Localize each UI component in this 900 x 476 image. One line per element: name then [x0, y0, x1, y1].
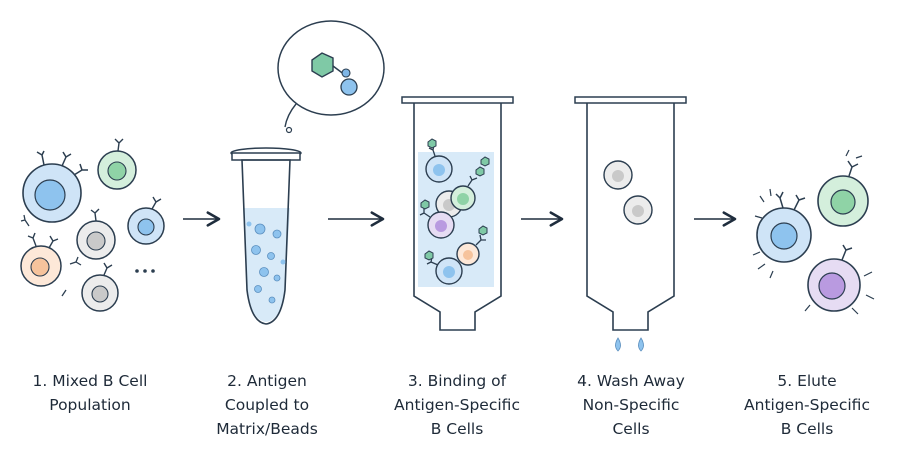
bound-cell-blue-lower [424, 250, 463, 285]
step-1-label: 1. Mixed B Cell Population [5, 369, 175, 417]
eluted-cells [752, 149, 875, 315]
b-cell-orange [20, 232, 62, 287]
label-line: Cells [612, 420, 650, 438]
non-specific-cell [603, 160, 633, 190]
label-line: 5. Elute [777, 372, 837, 390]
b-cell-blue-small [127, 196, 165, 245]
label-line: Matrix/Beads [216, 420, 318, 438]
antigen-molecule-icon [311, 52, 358, 96]
antigen-tube [230, 20, 385, 325]
b-cell-gray-bottom [81, 262, 119, 312]
bound-cell-orange [456, 225, 488, 266]
label-line: 3. Binding of [407, 372, 507, 390]
step-4-label: 4. Wash Away Non-Specific Cells [546, 369, 716, 441]
b-cell-blue [22, 150, 88, 223]
non-specific-cell [623, 195, 653, 225]
mixed-cell-population [20, 138, 165, 312]
antigen-zoom-bubble [277, 20, 385, 134]
bound-cell-purple [419, 199, 455, 239]
bound-cell-green [450, 156, 490, 211]
step-3-label: 3. Binding of Antigen-Specific B Cells [372, 369, 542, 441]
b-cell-green [97, 138, 137, 190]
step-2-label: 2. Antigen Coupled to Matrix/Beads [182, 369, 352, 441]
label-line: Population [49, 396, 131, 414]
eluted-cell-blue [752, 188, 812, 279]
label-line: Antigen-Specific [394, 396, 520, 414]
bound-cell-blue [425, 138, 453, 183]
label-line: 1. Mixed B Cell [32, 372, 148, 390]
eluted-cell-green [817, 149, 869, 227]
label-line: 2. Antigen [227, 372, 307, 390]
label-line: Non-Specific [582, 396, 680, 414]
binding-column [401, 96, 514, 331]
droplet-icon [615, 337, 644, 352]
eluted-cell-purple [804, 244, 875, 315]
label-line: Antigen-Specific [744, 396, 870, 414]
wash-column [574, 96, 687, 352]
b-cell-gray [76, 208, 116, 260]
label-line: 4. Wash Away [577, 372, 685, 390]
label-line: Coupled to [224, 396, 310, 414]
label-line: B Cells [430, 420, 484, 438]
label-line: B Cells [780, 420, 834, 438]
step-5-label: 5. Elute Antigen-Specific B Cells [722, 369, 892, 441]
